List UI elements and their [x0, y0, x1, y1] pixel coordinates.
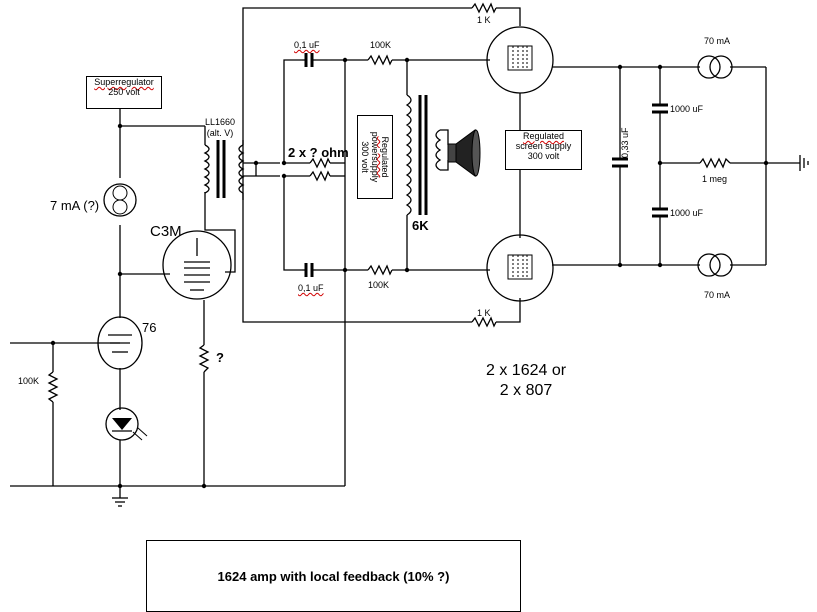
- screen-supply-box: Regulated screen supply 300 volt: [505, 130, 582, 170]
- interstage-transformer: [203, 140, 245, 200]
- current-source-bottom: [697, 250, 733, 280]
- cathode-res-label: ?: [216, 350, 224, 365]
- caption-box: 1624 amp with local feedback (10% ?): [146, 540, 521, 612]
- res-100k-left-label: 100K: [18, 376, 40, 386]
- output-tube-bottom: [486, 234, 554, 302]
- transformer-label-line2: (alt. V): [206, 128, 234, 138]
- power-supply-line2: powersupply: [370, 131, 380, 183]
- res-top-label: 100K: [370, 40, 392, 50]
- grid-resistor-label: 2 x ? ohm: [288, 145, 349, 160]
- capacitors: [302, 53, 668, 277]
- output-tube-top: [486, 26, 554, 94]
- transformer-label-line1: LL1660: [205, 117, 236, 127]
- cap-top-label: 0,1 uF: [294, 40, 320, 50]
- power-supply-line3: 300 volt: [360, 141, 370, 173]
- output-transformer: [405, 94, 449, 216]
- current-source-left: [103, 183, 137, 217]
- power-supply-line1: Regulated: [380, 136, 390, 178]
- tubes-label: 2 x 1624 or 2 x 807: [486, 361, 566, 401]
- cap-1000-bottom-label: 1000 uF: [670, 208, 704, 218]
- cap-1000-top-label: 1000 uF: [670, 104, 704, 114]
- cap-bottom-label: 0,1 uF: [298, 283, 324, 293]
- screen-supply-line2: screen supply: [515, 141, 572, 151]
- ground-symbol-left: [112, 497, 128, 507]
- res-1meg-label: 1 meg: [702, 174, 728, 184]
- tube-c3m: [162, 230, 232, 300]
- tube-76: [97, 316, 143, 370]
- tubes-label-line1: 2 x 1624 or: [486, 362, 567, 379]
- screen-supply-line3: 300 volt: [527, 151, 560, 161]
- cs-top-label: 70 mA: [704, 36, 731, 46]
- screen-supply-line1: Regulated: [522, 131, 565, 141]
- tube-c3m-label: C3M: [150, 223, 182, 240]
- cap-033-label: 0,33 uF: [620, 127, 630, 158]
- res-bottom-label: 100K: [368, 280, 390, 290]
- current-source-top: [697, 52, 733, 82]
- loudspeaker-icon: [447, 129, 481, 177]
- fb-top-label: 1 K: [477, 15, 491, 25]
- power-supply-box: Regulated powersupply 300 volt: [357, 115, 393, 199]
- fb-bottom-label: 1 K: [477, 308, 491, 318]
- output-impedance-label: 6K: [412, 218, 429, 233]
- junction-dots: [50, 57, 769, 489]
- caption-text: 1624 amp with local feedback (10% ?): [217, 568, 450, 584]
- wiring: [10, 7, 800, 498]
- transformer-label: LL1660 (alt. V): [205, 117, 235, 139]
- resistors: [47, 2, 731, 403]
- tubes-label-line2: 2 x 807: [499, 382, 553, 399]
- superregulator-box: Superregulator 250 volt: [86, 76, 162, 109]
- tube-76-label: 76: [142, 320, 157, 335]
- current-source-left-label: 7 mA (?): [50, 198, 100, 213]
- cs-bottom-label: 70 mA: [704, 290, 731, 300]
- ground-symbol-right: [799, 155, 809, 171]
- led-diode: [105, 407, 148, 441]
- superregulator-line1: Superregulator: [94, 77, 154, 87]
- superregulator-line2: 250 volt: [108, 87, 140, 97]
